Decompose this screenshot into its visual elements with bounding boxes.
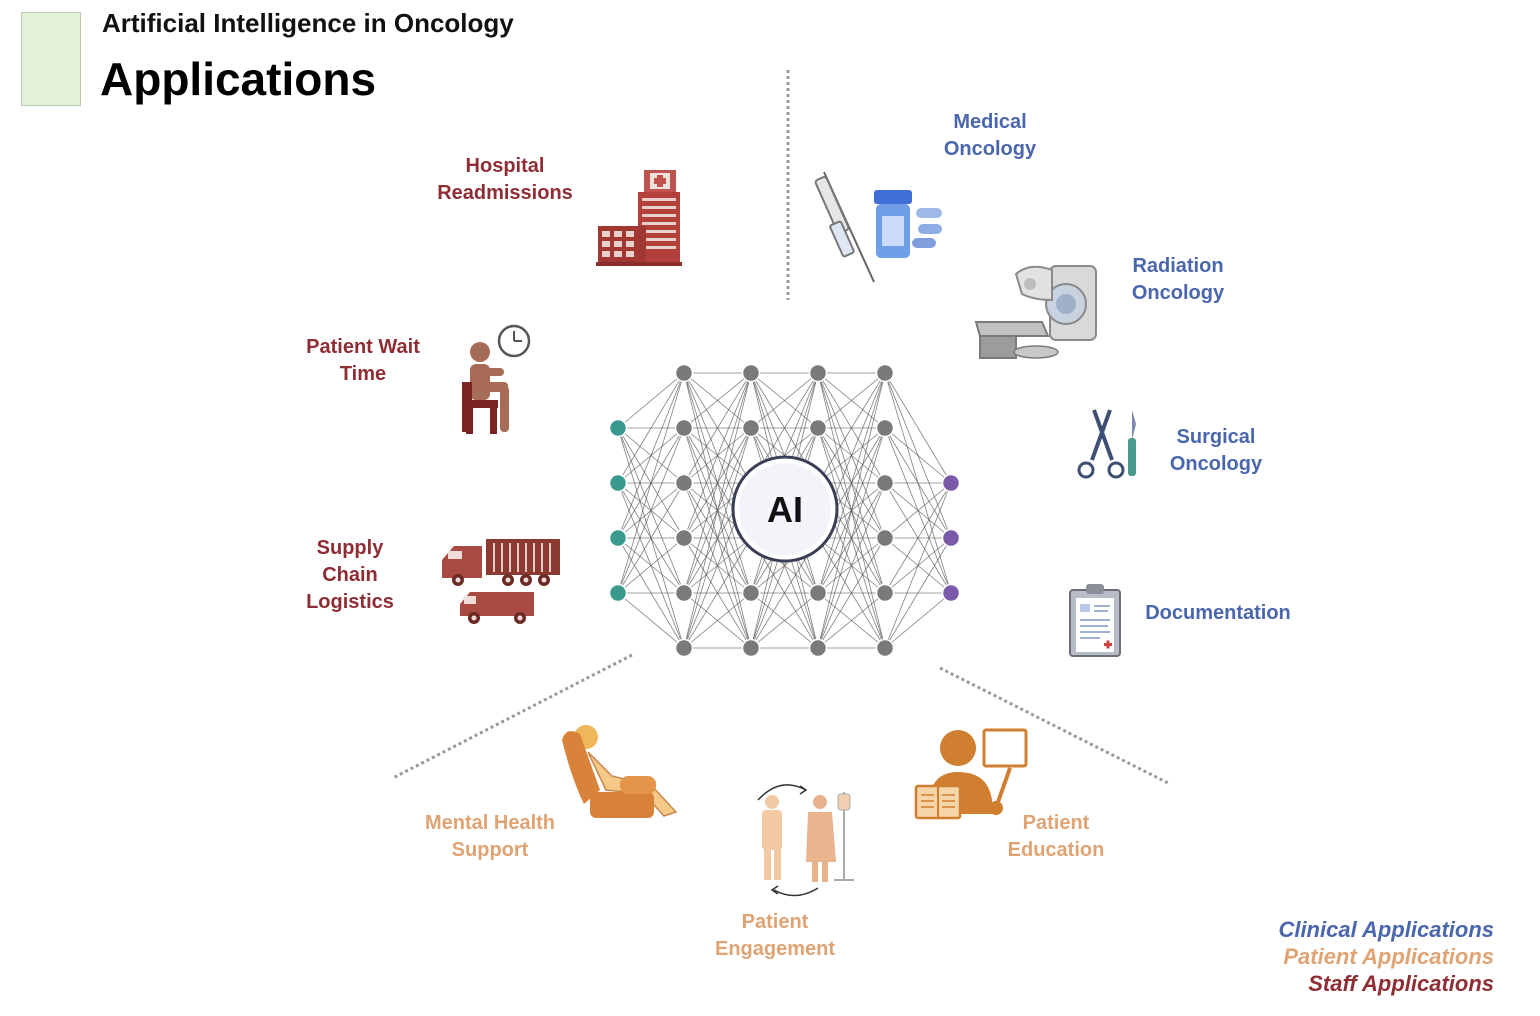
delivery-trucks-icon [442,539,560,624]
teacher-reading-icon [914,728,1028,820]
input-node [608,418,628,438]
hidden-node [674,583,694,603]
seated-patient-clock-icon [462,324,531,434]
network-edge [817,482,886,649]
ai-badge: AI [731,455,839,563]
label-surgical-oncology: Surgical Oncology [1169,426,1263,475]
label-documentation: Documentation [1145,602,1291,624]
input-node [608,473,628,493]
network-edge [884,482,952,649]
network-edge [617,372,685,594]
network-edge [817,592,886,649]
network-edge [617,482,685,594]
output-node [941,583,961,603]
separator-right [939,666,1169,785]
network-edge [817,372,886,594]
hidden-node [875,473,895,493]
hidden-node [875,583,895,603]
linear-accelerator-icon [974,265,1097,359]
hidden-node [741,363,761,383]
hidden-node [875,528,895,548]
network-edge [884,592,952,649]
label-patient-education: Patient Education [1007,812,1105,861]
scissors-scalpel-icon [1077,409,1136,479]
network-edge [683,592,752,649]
hidden-node [808,363,828,383]
label-supply-chain-logistics: Supply Chain Logistics [306,537,394,613]
network-edge [683,372,752,594]
label-mental-health-support: Mental Health Support [424,812,556,861]
network-edge [617,427,685,594]
network-edge [617,592,685,649]
network-edge [884,372,952,484]
hidden-node [808,583,828,603]
input-node [608,583,628,603]
network-edge [683,372,752,484]
output-node [941,528,961,548]
network-edge [817,372,886,484]
network-edge [817,427,886,649]
hidden-node [808,418,828,438]
network-edge [617,372,685,539]
network-edge [817,537,886,649]
hidden-node [674,473,694,493]
hidden-node [875,638,895,658]
syringe-pill-bottle-icon [814,171,942,283]
hidden-node [875,363,895,383]
hidden-node [674,528,694,548]
label-hospital-readmissions: Hospital Readmissions [437,155,573,204]
hidden-node [741,418,761,438]
ai-label: AI [767,489,803,530]
legend: Clinical Applications Patient Applicatio… [1278,916,1494,997]
network-edge [884,482,952,539]
label-radiation-oncology: Radiation Oncology [1131,255,1225,304]
hidden-node [674,363,694,383]
title-swatch [21,12,81,106]
network-edge [750,372,819,429]
output-node [941,473,961,493]
legend-clinical: Clinical Applications [1278,917,1494,942]
clipboard-icon [1069,584,1121,657]
label-medical-oncology: Medical Oncology [943,111,1037,160]
network-edge [884,482,952,594]
recliner-chair-icon [562,725,678,818]
network-edge [617,537,685,594]
network-edge [884,427,952,484]
hidden-node [808,638,828,658]
network-edge [683,537,752,649]
input-node [608,528,628,548]
hidden-node [741,638,761,658]
supertitle: Artificial Intelligence in Oncology [102,8,514,38]
network-edge [683,427,752,649]
page-title: Applications [100,53,377,105]
network-edge [617,372,685,429]
hospital-building-icon [596,170,682,266]
network-edge [750,592,819,649]
network-edge [683,372,752,539]
network-edge [683,372,752,429]
network-edge [884,537,952,649]
doctor-patient-iv-icon [757,784,854,897]
label-patient-engagement: Patient Engagement [714,911,836,960]
hidden-node [674,418,694,438]
label-patient-wait-time: Patient Wait Time [306,336,420,385]
network-edge [683,372,752,649]
network-edge [817,372,886,429]
legend-staff: Staff Applications [1308,971,1494,996]
network-edge [617,372,685,484]
hidden-node [674,638,694,658]
separator-left [392,653,633,780]
hidden-node [741,583,761,603]
hidden-node [875,418,895,438]
legend-patient: Patient Applications [1283,944,1494,969]
network-edge [817,372,886,649]
separator-lines [392,70,1169,785]
